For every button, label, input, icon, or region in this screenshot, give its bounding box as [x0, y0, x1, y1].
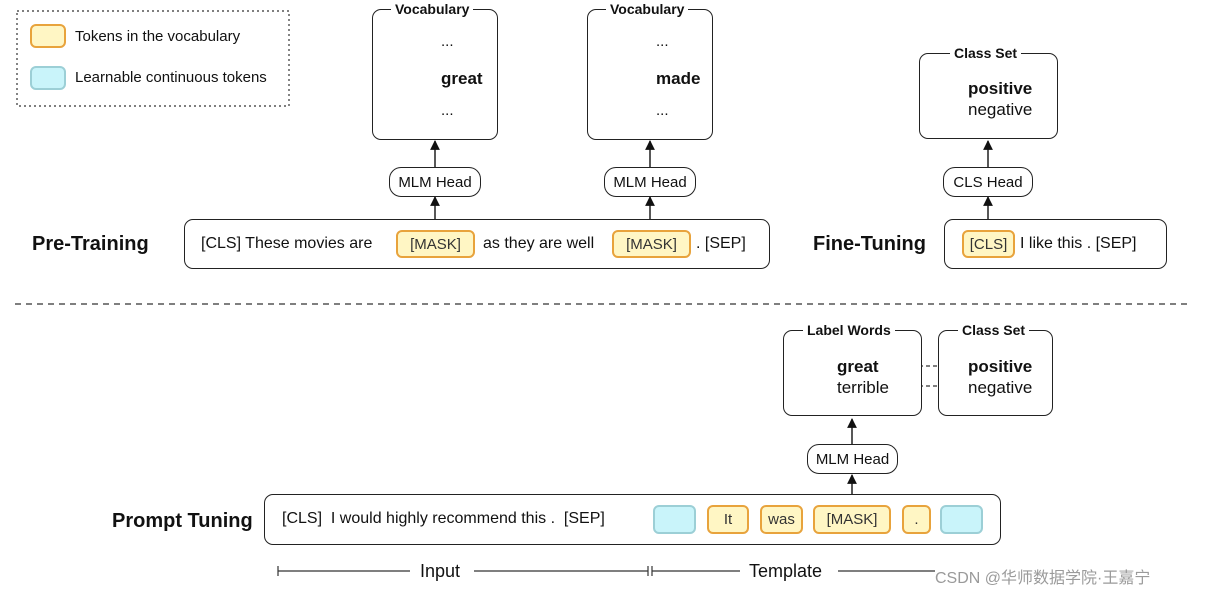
- vocab1-top-ellipsis: ...: [441, 33, 454, 50]
- vocabulary-title-2: Vocabulary: [606, 1, 689, 17]
- legend-swatch-vocab: [30, 24, 66, 48]
- label-word-great: great: [837, 357, 879, 376]
- cls-head: CLS Head: [943, 167, 1033, 197]
- pretraining-seq-part1: [CLS] These movies are: [201, 235, 373, 252]
- ft-class-negative: negative: [968, 100, 1033, 119]
- prompt-class-set-title: Class Set: [958, 322, 1030, 338]
- prompt-token-mask: [MASK]: [813, 505, 891, 534]
- mlm-head-1: MLM Head: [389, 167, 481, 197]
- prompt-tuning-label: Prompt Tuning: [112, 510, 253, 532]
- prompt-token-dot: .: [902, 505, 931, 534]
- pretraining-label: Pre-Training: [32, 233, 149, 255]
- prompt-class-set-box: [938, 330, 1053, 416]
- finetuning-label: Fine-Tuning: [813, 233, 926, 255]
- legend-label-vocab: Tokens in the vocabulary: [75, 28, 241, 45]
- label-words-box: [783, 330, 922, 416]
- finetuning-seq: I like this . [SEP]: [1020, 235, 1137, 252]
- vocabulary-title-1: Vocabulary: [391, 1, 474, 17]
- vocab2-bottom-ellipsis: ...: [656, 102, 669, 119]
- pretraining-seq-part2: as they are well: [483, 235, 595, 252]
- legend-swatch-continuous: [30, 66, 66, 90]
- prompt-token-was: was: [760, 505, 803, 534]
- label-word-terrible: terrible: [837, 378, 889, 397]
- ft-class-set-box: [919, 53, 1058, 139]
- prompt-continuous-token-2: [940, 505, 983, 534]
- input-span-label: Input: [420, 561, 461, 581]
- prompt-input-seq: [CLS] I would highly recommend this . [S…: [282, 510, 605, 527]
- prompt-mlm-head: MLM Head: [807, 444, 898, 474]
- vocabulary-box-1: [372, 9, 498, 140]
- vocabulary-box-2: [587, 9, 713, 140]
- pretraining-seq-part3: . [SEP]: [696, 235, 746, 252]
- legend-frame: [16, 10, 290, 107]
- prompt-class-negative: negative: [968, 378, 1033, 397]
- legend-label-continuous: Learnable continuous tokens: [75, 69, 267, 86]
- template-span-label: Template: [749, 561, 823, 581]
- prompt-continuous-token-1: [653, 505, 696, 534]
- mlm-head-2: MLM Head: [604, 167, 696, 197]
- finetuning-cls-token: [CLS]: [962, 230, 1015, 258]
- label-words-title: Label Words: [803, 322, 895, 338]
- prompt-token-it: It: [707, 505, 749, 534]
- ft-class-set-title: Class Set: [950, 45, 1022, 61]
- prompt-class-positive: positive: [968, 357, 1033, 376]
- pretraining-mask1-token: [MASK]: [396, 230, 475, 258]
- ft-class-positive: positive: [968, 79, 1033, 98]
- watermark: CSDN @华师数据学院·王嘉宁: [935, 570, 1151, 587]
- vocab2-top-ellipsis: ...: [656, 33, 669, 50]
- vocab2-word: made: [656, 69, 701, 88]
- pretraining-mask2-token: [MASK]: [612, 230, 691, 258]
- vocab1-bottom-ellipsis: ...: [441, 102, 454, 119]
- vocab1-word: great: [441, 69, 483, 88]
